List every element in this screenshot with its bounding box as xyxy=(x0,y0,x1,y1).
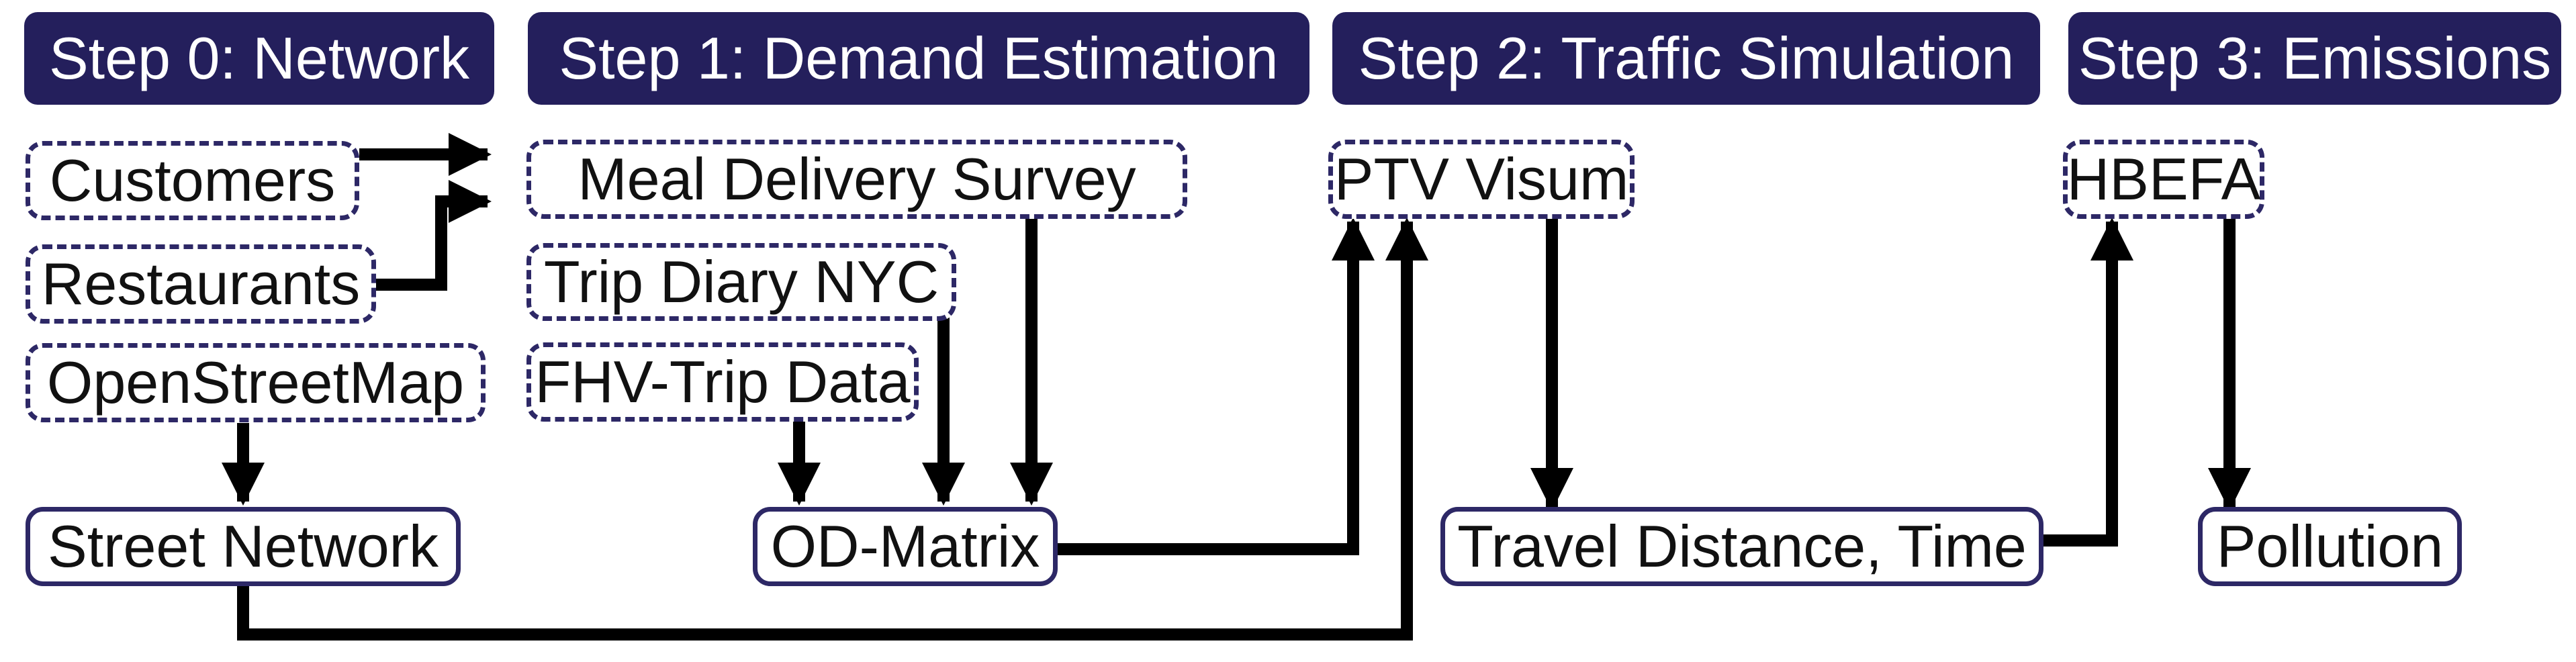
node-customers: Customers xyxy=(26,141,359,220)
node-fhv-trip-data: FHV-Trip Data xyxy=(526,342,919,422)
arrow-travel-to-hbefa xyxy=(2043,218,2133,547)
node-trip-diary-nyc: Trip Diary NYC xyxy=(526,243,956,321)
header-step3: Step 3: Emissions xyxy=(2068,12,2561,105)
node-od-matrix: OD-Matrix xyxy=(753,507,1058,586)
header-step2: Step 2: Traffic Simulation xyxy=(1332,12,2040,105)
node-restaurants: Restaurants xyxy=(26,244,376,324)
node-ptv-visum: PTV Visum xyxy=(1328,140,1635,219)
arrow-street-to-ptv xyxy=(237,218,1428,641)
node-openstreetmap: OpenStreetMap xyxy=(26,343,486,422)
header-step1: Step 1: Demand Estimation xyxy=(528,12,1309,105)
node-pollution: Pollution xyxy=(2198,507,2462,586)
node-travel-distance-time: Travel Distance, Time xyxy=(1440,507,2043,586)
node-street-network: Street Network xyxy=(26,507,461,586)
node-meal-delivery-survey: Meal Delivery Survey xyxy=(526,140,1187,219)
arrow-restaurants-to-survey xyxy=(376,180,492,291)
header-step0: Step 0: Network xyxy=(24,12,494,105)
node-hbefa: HBEFA xyxy=(2063,140,2264,219)
arrow-od-to-ptv xyxy=(1058,218,1375,555)
